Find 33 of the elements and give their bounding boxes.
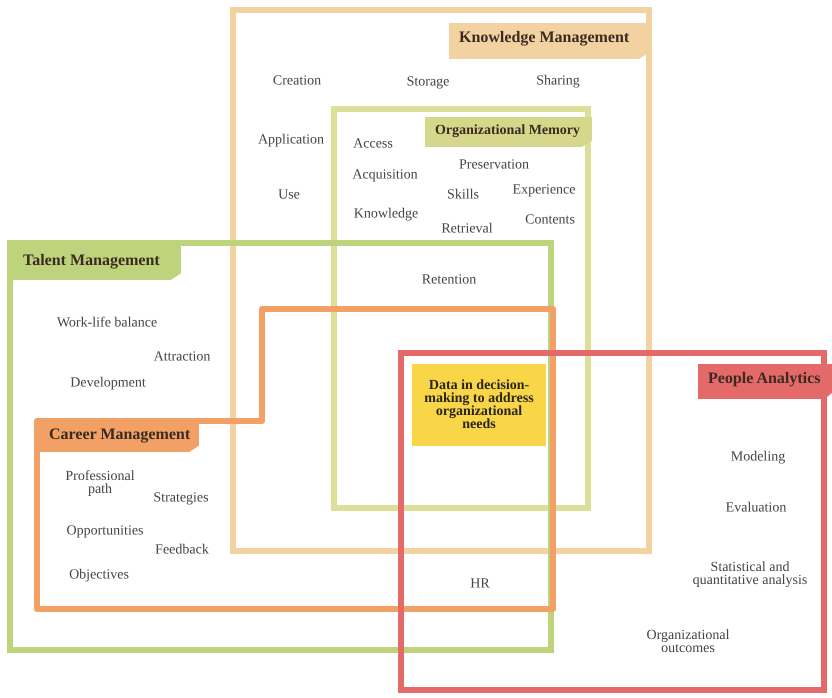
term-label: Experience <box>512 184 576 196</box>
term-label: Work-life balance <box>56 316 158 330</box>
term-label: Retrieval <box>441 222 493 236</box>
term-label: Development <box>70 376 146 390</box>
term-label: Attraction <box>154 350 210 364</box>
term-label: Retention <box>422 274 476 286</box>
term-label: Feedback <box>155 544 209 556</box>
term-label: Objectives <box>69 568 129 582</box>
term-label: Contents <box>525 214 575 226</box>
term-label: Access <box>353 138 393 150</box>
term-label: Acquisition <box>352 168 418 182</box>
set-frame <box>230 7 652 554</box>
highlight-box: Data in decision-making to address organizational needs <box>412 364 546 446</box>
term-label: Opportunities <box>66 524 144 538</box>
term-label: Statistical and quantitative analysis <box>692 561 808 587</box>
term-label: Preservation <box>459 158 529 172</box>
term-label: Storage <box>406 76 450 88</box>
term-label: Strategies <box>153 492 209 504</box>
set-frame <box>331 106 591 511</box>
term-label: HR <box>470 578 490 590</box>
term-label: Knowledge <box>354 208 418 220</box>
set-frame <box>7 240 554 653</box>
term-label: Evaluation <box>726 502 786 514</box>
set-heading: Organizational Memory <box>425 117 592 147</box>
term-label: Use <box>278 188 300 202</box>
term-label: Sharing <box>536 74 580 88</box>
set-heading: Talent Management <box>13 246 181 280</box>
term-label: Creation <box>272 74 322 88</box>
term-label: Modeling <box>730 450 786 464</box>
term-label: Professional path <box>64 470 136 496</box>
term-label: Skills <box>447 188 479 202</box>
set-heading: People Analytics <box>698 364 832 399</box>
term-label: Organizational outcomes <box>646 629 730 655</box>
